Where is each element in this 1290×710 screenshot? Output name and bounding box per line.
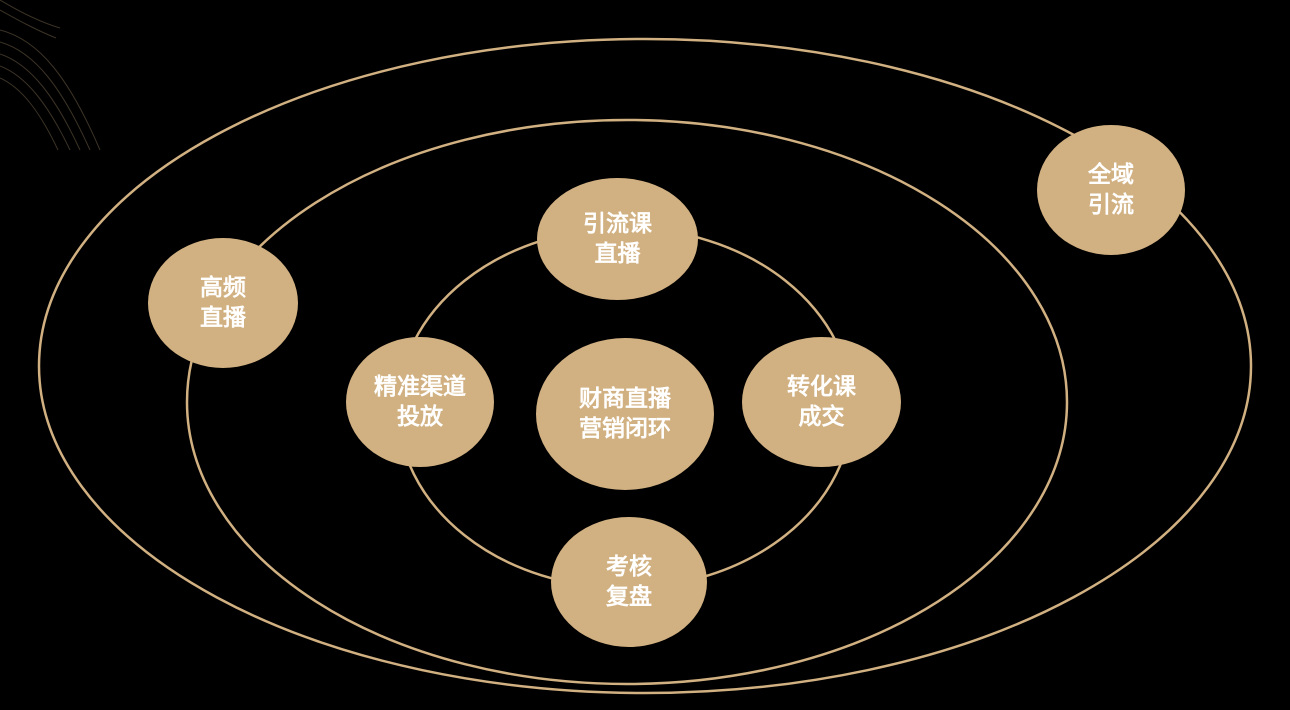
node-center-line2: 营销闭环 <box>579 416 671 442</box>
node-top-line2: 直播 <box>594 241 641 267</box>
node-outer-ring-line1: 全域 <box>1088 162 1134 188</box>
node-top-line1: 引流课 <box>583 211 652 237</box>
deco-line <box>0 9 57 39</box>
outer-orbit <box>37 37 1253 695</box>
node-middle-ring-line2: 直播 <box>200 305 246 331</box>
deco-line <box>0 29 101 151</box>
deco-line <box>0 41 91 151</box>
node-middle-ring: 高频 直播 <box>148 238 298 368</box>
node-left-line1: 精准渠道 <box>374 374 466 400</box>
deco-line <box>0 0 61 29</box>
node-outer-ring: 全域 引流 <box>1037 125 1185 255</box>
node-center: 财商直播 营销闭环 <box>536 338 714 490</box>
node-bottom-line2: 复盘 <box>606 584 652 610</box>
deco-line <box>0 77 59 151</box>
node-bottom-line1: 考核 <box>606 554 652 580</box>
node-left-line2: 投放 <box>397 404 443 430</box>
node-right-line1: 转化课 <box>787 374 856 400</box>
node-right-line2: 成交 <box>798 404 845 430</box>
node-outer-ring-line2: 引流 <box>1088 192 1134 218</box>
node-top: 引流课 直播 <box>537 178 698 300</box>
node-right: 转化课 成交 <box>742 337 901 467</box>
corner-decoration <box>0 0 101 151</box>
deco-line <box>0 53 81 151</box>
node-middle-ring-line1: 高频 <box>200 275 246 301</box>
node-left: 精准渠道 投放 <box>346 337 494 467</box>
middle-orbit <box>185 118 1069 686</box>
node-bottom: 考核 复盘 <box>551 517 707 647</box>
node-center-line1: 财商直播 <box>579 386 671 412</box>
deco-line <box>0 65 71 151</box>
